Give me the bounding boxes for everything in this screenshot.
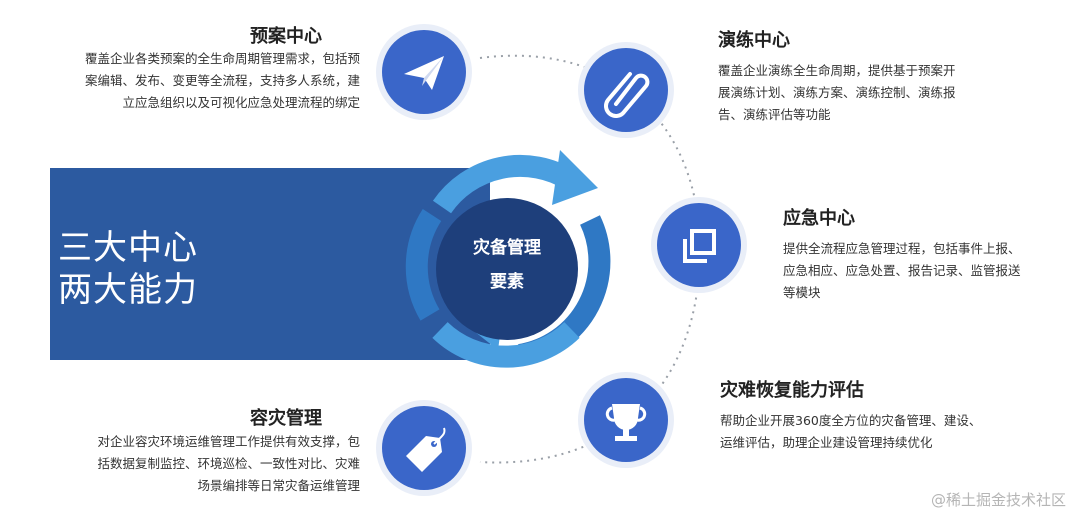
plan-desc-line2: 案编辑、发布、变更等全流程，支持多人系统，建 <box>84 73 360 88</box>
tag-icon <box>406 427 446 472</box>
recovery-description: 帮助企业开展360度全方位的灾备管理、建设、 运维评估，助理企业建设管理持续优化 <box>720 410 981 454</box>
recovery-title: 灾难恢复能力评估 <box>720 380 864 401</box>
ring-arrowhead-top <box>552 150 598 205</box>
plan-title: 预案中心 <box>250 26 322 47</box>
emergency-desc-line1: 提供全流程应急管理过程，包括事件上报、 <box>783 241 1021 256</box>
banner-title: 三大中心 两大能力 <box>58 227 198 311</box>
drill-desc-line2: 展演练计划、演练方案、演练控制、演练报 <box>718 85 956 100</box>
drill-desc-line1: 覆盖企业演练全生命周期，提供基于预案开 <box>718 63 956 78</box>
plan-desc-line3: 立应急组织以及可视化应急处理流程的绑定 <box>122 95 360 110</box>
paperclip-icon <box>604 72 650 118</box>
ops-desc-line1: 对企业容灾环境运维管理工作提供有效支撑，包 <box>97 434 360 449</box>
emergency-description: 提供全流程应急管理过程，包括事件上报、 应急相应、应急处置、报告记录、监管报送 … <box>783 238 1021 304</box>
center-disc <box>436 198 578 340</box>
ops-title: 容灾管理 <box>250 408 322 429</box>
emergency-node[interactable] <box>657 203 741 287</box>
drill-node[interactable] <box>584 48 668 132</box>
center-label-line2: 要素 <box>490 272 524 292</box>
recovery-desc-line2: 运维评估，助理企业建设管理持续优化 <box>720 435 933 450</box>
ops-desc-line3: 场景编排等日常灾备运维管理 <box>197 478 360 493</box>
ops-description: 对企业容灾环境运维管理工作提供有效支撑，包 括数据复制监控、环境巡检、一致性对比… <box>30 431 360 497</box>
banner-title-line1: 三大中心 <box>58 228 198 268</box>
ops-node[interactable] <box>382 406 466 490</box>
drill-desc-line3: 告、演练评估等功能 <box>718 107 831 122</box>
banner-title-line2: 两大能力 <box>58 270 198 310</box>
trophy-icon <box>605 404 647 441</box>
emergency-desc-line3: 等模块 <box>783 285 821 300</box>
center-label: 灾备管理 要素 <box>436 231 578 299</box>
recovery-desc-line1: 帮助企业开展360度全方位的灾备管理、建设、 <box>720 413 982 428</box>
plan-node[interactable] <box>382 30 466 114</box>
ring-arrow-bottom <box>432 321 580 368</box>
emergency-desc-line2: 应急相应、应急处置、报告记录、监管报送 <box>783 263 1021 278</box>
recovery-node[interactable] <box>584 378 668 462</box>
drill-description: 覆盖企业演练全生命周期，提供基于预案开 展演练计划、演练方案、演练控制、演练报 … <box>718 60 956 126</box>
ring-arrow-top <box>432 154 576 214</box>
plan-desc-line1: 覆盖企业各类预案的全生命周期管理需求，包括预 <box>84 51 360 66</box>
ops-desc-line2: 括数据复制监控、环境巡检、一致性对比、灾难 <box>97 456 360 471</box>
plan-description: 覆盖企业各类预案的全生命周期管理需求，包括预 案编辑、发布、变更等全流程，支持多… <box>30 48 360 114</box>
copy-icon <box>683 229 716 263</box>
watermark: @稀土掘金技术社区 <box>930 491 1066 509</box>
ring-arrow-left <box>405 209 442 321</box>
center-label-line1: 灾备管理 <box>473 238 541 258</box>
emergency-title: 应急中心 <box>783 208 855 229</box>
drill-title: 演练中心 <box>718 30 790 51</box>
paper-plane-icon <box>404 56 444 90</box>
